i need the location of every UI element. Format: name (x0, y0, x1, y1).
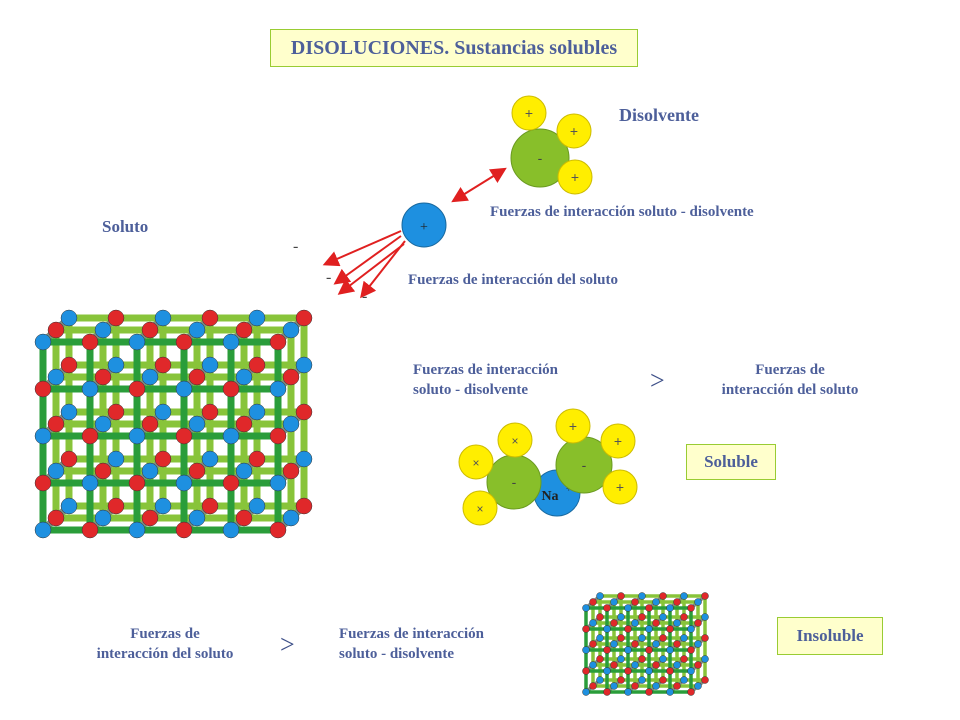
soluble-badge: Soluble (686, 444, 776, 480)
svg-text:+: + (616, 479, 624, 495)
svg-text:+: + (566, 484, 572, 495)
solute-arrow-4 (337, 243, 405, 295)
svg-text:×: × (511, 434, 518, 448)
solute-forces-label: Fuerzas de interacción del soluto (408, 272, 618, 288)
svg-text:-: - (326, 269, 331, 286)
svg-text:-: - (538, 150, 543, 166)
comparison-2-right: Fuerzas de interacción soluto - disolven… (339, 624, 484, 664)
solute-solvent-arrow (451, 167, 507, 203)
comparison-1-right-line1: Fuerzas de (755, 362, 825, 378)
svg-text:Na: Na (541, 489, 558, 504)
comparison-1-sign: > (650, 366, 665, 395)
svg-text:-: - (582, 457, 587, 473)
comparison-1-left-line1: Fuerzas de interacción (413, 362, 558, 378)
insoluble-ionic-lattice (582, 592, 709, 696)
solute-arrow-2 (333, 235, 402, 285)
svg-text:×: × (476, 502, 483, 516)
comparison-2-left-line1: Fuerzas de (130, 626, 200, 642)
page-title: DISOLUCIONES. Sustancias solubles (270, 29, 638, 67)
comparison-1-right-line2: interacción del soluto (721, 382, 859, 398)
svg-text:-: - (362, 288, 367, 305)
solvent-label: Disolvente (619, 105, 699, 125)
comparison-2-right-line1: Fuerzas de interacción (339, 626, 484, 642)
svg-text:+: + (420, 220, 428, 235)
svg-text:×: × (472, 456, 479, 470)
solvated-sodium-ion: Na + - × × × - + + + (458, 408, 638, 526)
comparison-2-left-line2: interacción del soluto (96, 646, 234, 662)
solute-solvent-forces-label: Fuerzas de interacción soluto - disolven… (490, 204, 754, 220)
water-molecule-top: - + + + (510, 95, 593, 195)
svg-text:+: + (571, 169, 579, 185)
solute-ionic-lattice (34, 309, 313, 539)
svg-text:-: - (293, 238, 298, 255)
comparison-2-right-line2: soluto - disolvente (339, 646, 455, 662)
anion-signs: - - - (293, 238, 367, 305)
svg-text:+: + (569, 418, 577, 434)
solute-arrow-1 (322, 230, 402, 267)
svg-text:+: + (570, 123, 578, 139)
svg-text:+: + (525, 105, 533, 121)
comparison-1-right: Fuerzas de interacción del soluto (700, 360, 880, 400)
svg-text:-: - (512, 474, 517, 490)
solute-label: Soluto (102, 217, 149, 236)
cation-ion: + (401, 202, 447, 248)
svg-text:+: + (614, 433, 622, 449)
interaction-arrows (322, 167, 507, 299)
comparison-2-left: Fuerzas de interacción del soluto (70, 624, 260, 664)
comparison-1-left: Fuerzas de interacción soluto - disolven… (413, 360, 558, 400)
comparison-2-sign: > (280, 630, 295, 659)
insoluble-badge: Insoluble (777, 617, 883, 655)
comparison-1-left-line2: soluto - disolvente (413, 382, 529, 398)
